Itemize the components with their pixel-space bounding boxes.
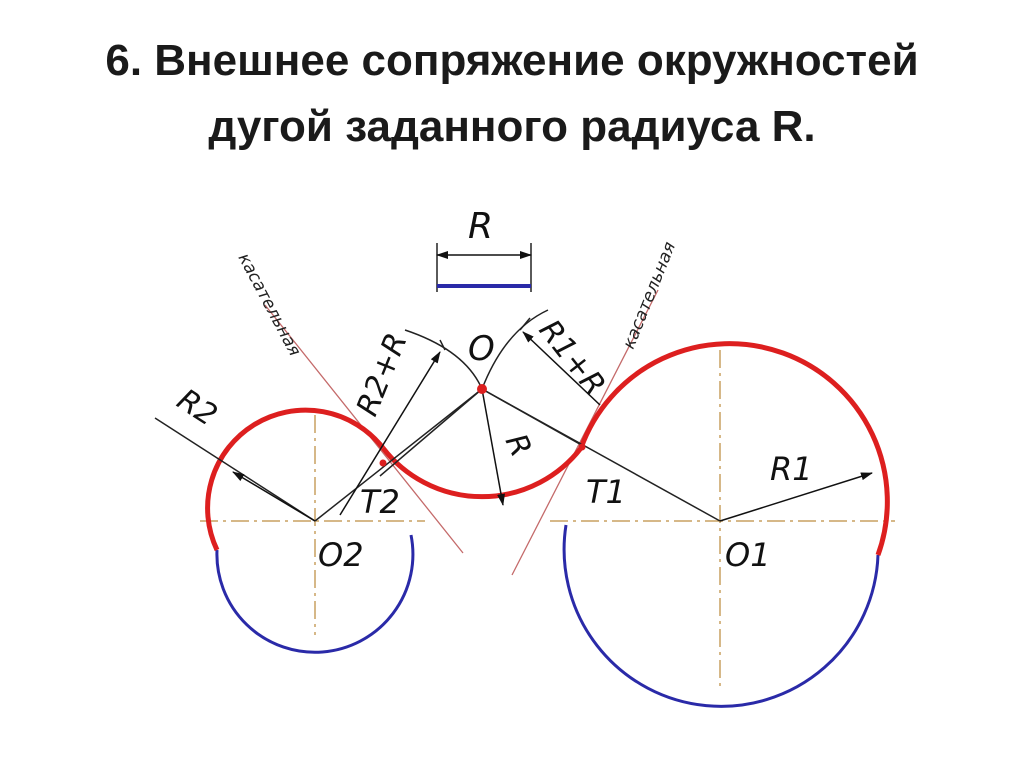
blue-arcs: [215, 524, 880, 708]
r1-plus-r-arrow: [522, 331, 601, 406]
dimension-arrows: [232, 251, 873, 522]
circle-o2-upper-arc: [205, 407, 385, 552]
label-tangent-left: касательная: [234, 250, 305, 360]
circle-o2-lower-arc: [215, 534, 415, 654]
label-r1: R1: [770, 450, 813, 488]
title-line-1: 6. Внешнее сопряжение окружностей: [105, 36, 919, 85]
construction-lines: [154, 243, 721, 522]
r1-radius-arrow: [719, 472, 873, 522]
red-arcs: [205, 341, 890, 556]
circle-o1-upper-arc: [578, 341, 890, 556]
line-o2-o: [314, 388, 483, 522]
label-o: O: [468, 329, 495, 369]
r-radius-arrow: [481, 388, 505, 506]
line-o-t1: [481, 388, 586, 448]
r2-radius-arrow: [232, 471, 316, 522]
tangent-lines: [264, 289, 659, 576]
center-axes: [200, 350, 895, 690]
title-line-2: дугой заданного радиуса R.: [208, 102, 816, 151]
label-tangent-right: касательная: [619, 239, 680, 352]
conjugation-arc: [381, 446, 583, 500]
label-o1: O1: [725, 536, 771, 574]
label-r1-plus-r: R1+R: [532, 313, 612, 402]
r2-dimension-line: [154, 417, 316, 522]
slide-title: 6. Внешнее сопряжение окружностей дугой …: [0, 28, 1024, 160]
tangency-point-t2: [379, 459, 387, 467]
label-t1: T1: [586, 473, 626, 511]
circle-o1-lower-arc: [562, 524, 880, 708]
line-o-t2: [379, 388, 483, 477]
label-r2: R2: [171, 382, 224, 433]
label-r: R: [498, 429, 539, 463]
arc-radius-r2-plus-r: [404, 329, 483, 390]
r2-plus-r-arrow: [339, 351, 441, 516]
label-o2: O2: [318, 536, 364, 574]
label-r-top: R: [468, 206, 493, 247]
label-t2: T2: [360, 483, 400, 521]
center-o-point: [477, 384, 487, 394]
tangency-point-t1: [578, 443, 586, 451]
arc-radius-r1-plus-r: [481, 309, 549, 390]
